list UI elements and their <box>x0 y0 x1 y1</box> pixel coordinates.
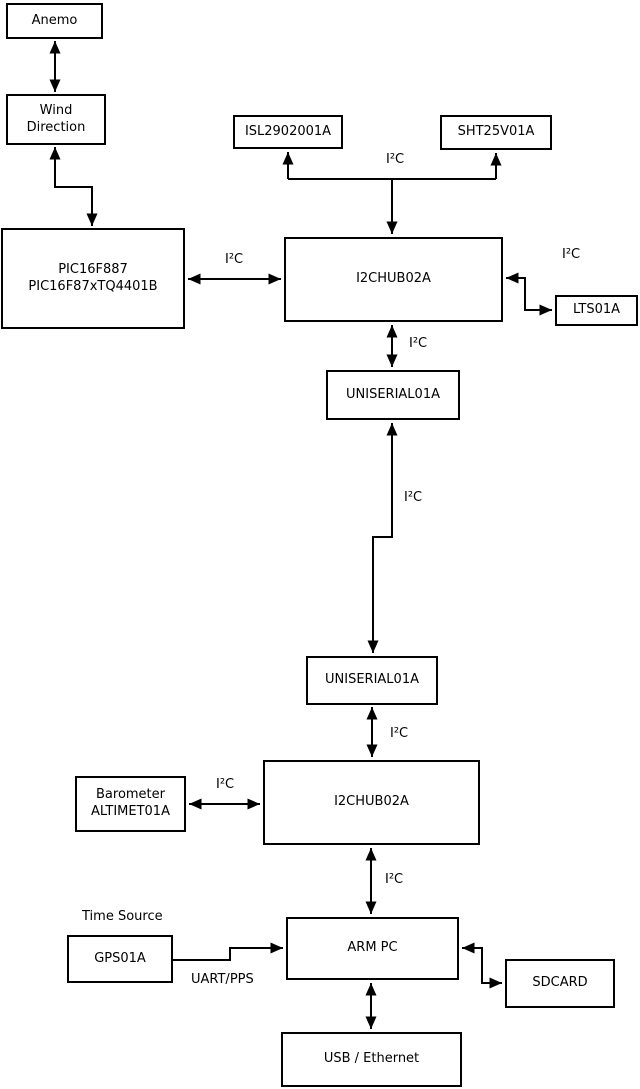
connector-uniserial1-uniserial2 <box>367 423 398 653</box>
uniserial-1-box: UNISERIAL01A <box>326 370 460 420</box>
pic-microcontroller-box: PIC16F887 PIC16F87xTQ4401B <box>1 228 185 329</box>
arm-pc-box: ARM PC <box>286 917 459 980</box>
i2c-label-uniserial2-hub2: I²C <box>390 726 409 741</box>
gps01a-box: GPS01A <box>67 935 173 983</box>
connector-hub1-lts <box>506 272 552 316</box>
connector-gps-armpc <box>173 942 283 961</box>
barometer-box: Barometer ALTIMET01A <box>75 776 186 832</box>
sdcard-box: SDCARD <box>505 959 615 1008</box>
wind-direction-box: Wind Direction <box>6 94 106 145</box>
i2c-label-uniserial-link: I²C <box>404 490 423 505</box>
i2c-label-hub1-lts: I²C <box>562 247 581 262</box>
sht25v01a-box: SHT25V01A <box>440 115 552 150</box>
i2c-label-pic-hub1: I²C <box>225 252 244 267</box>
i2c-label-sensor-bus: I²C <box>386 152 405 167</box>
isl2902001a-box: ISL2902001A <box>233 115 343 149</box>
connector-wind-pic <box>49 147 98 226</box>
i2c-label-barometer-hub2: I²C <box>216 777 235 792</box>
i2c-hub-2-box: I2CHUB02A <box>263 760 480 845</box>
uart-pps-label: UART/PPS <box>191 972 254 987</box>
connector-armpc-sdcard <box>462 942 502 989</box>
uniserial-2-box: UNISERIAL01A <box>306 656 438 705</box>
i2c-label-hub1-uniserial1: I²C <box>409 336 428 351</box>
i2c-label-hub2-armpc: I²C <box>385 872 404 887</box>
lts01a-box: LTS01A <box>555 295 638 326</box>
usb-ethernet-box: USB / Ethernet <box>281 1032 462 1087</box>
i2c-hub-1-box: I2CHUB02A <box>284 237 503 322</box>
time-source-caption: Time Source <box>82 909 163 924</box>
anemo-box: Anemo <box>6 3 103 39</box>
